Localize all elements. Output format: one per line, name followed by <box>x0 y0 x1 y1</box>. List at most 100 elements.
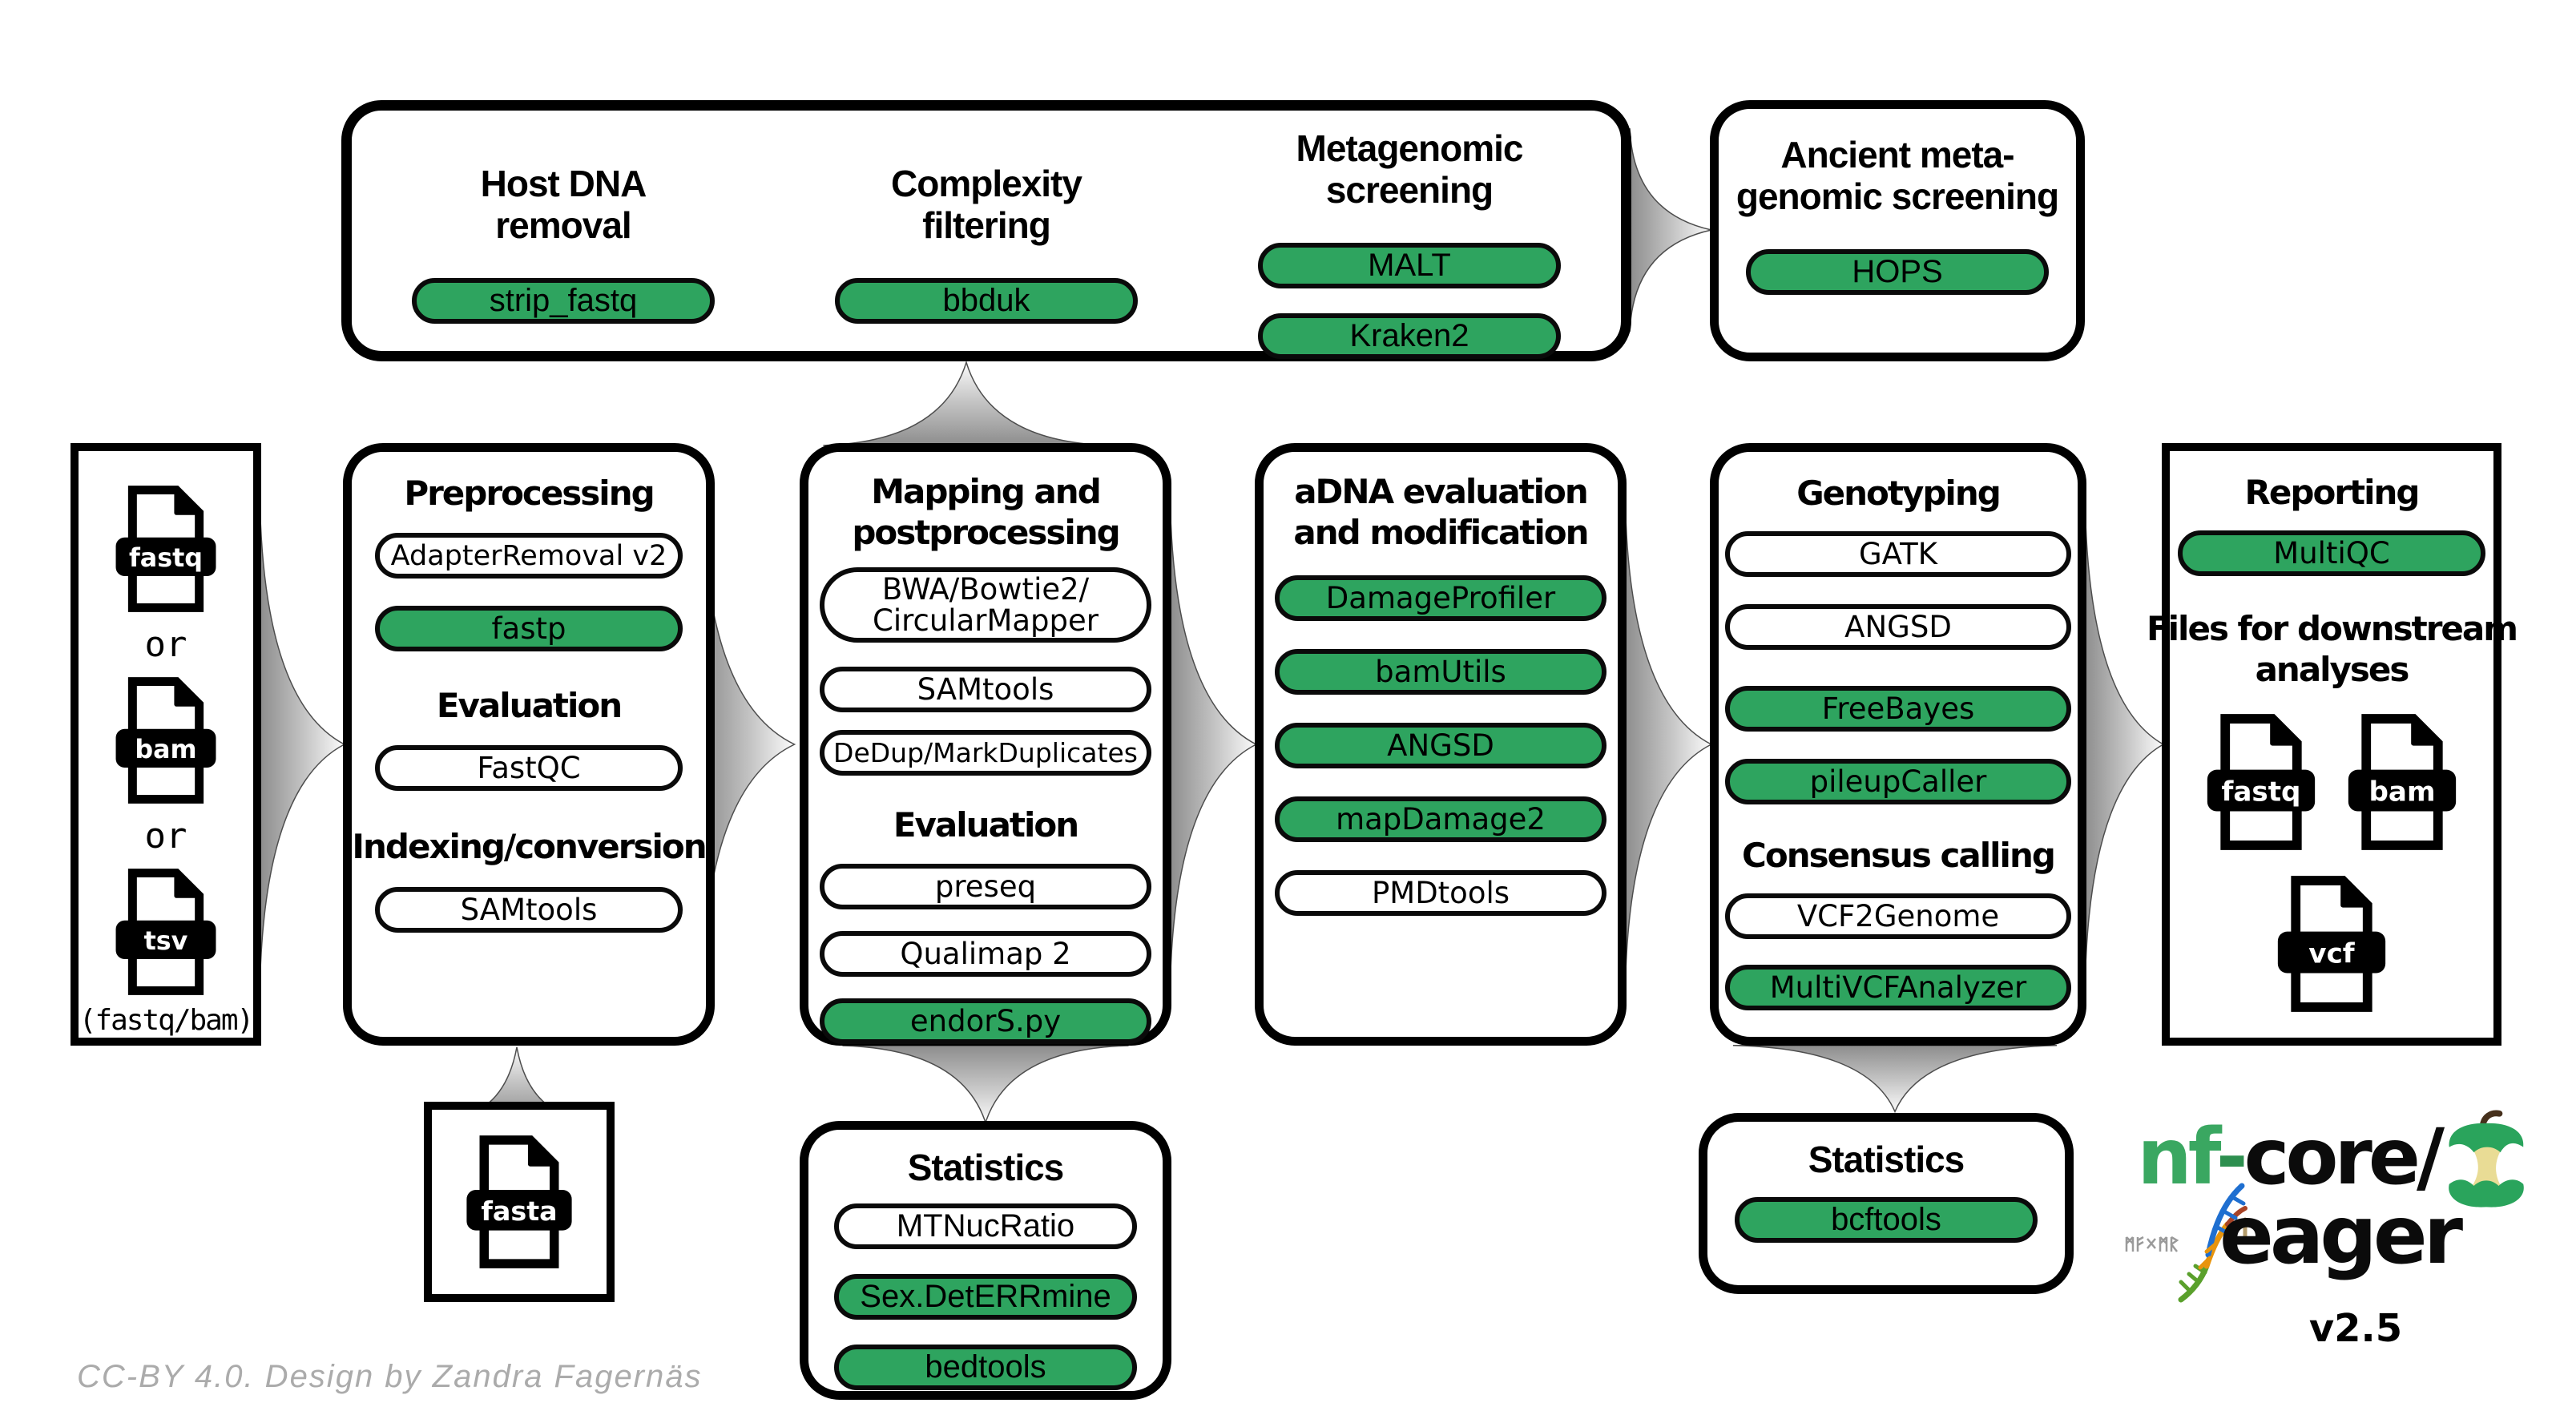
ancient-screening-heading: Ancient meta- genomic screening <box>1736 134 2059 217</box>
pill-mtnucratio: MTNucRatio <box>834 1203 1137 1249</box>
metagenomic-screening-heading: Metagenomic screening <box>1296 127 1524 211</box>
host-dna-removal-heading: Host DNA removal <box>481 163 647 246</box>
pill-bcftools: bcftools <box>1735 1196 2038 1243</box>
statistics-mapping-box: Statistics MTNucRatio Sex.DetERRmine bed… <box>800 1121 1171 1400</box>
heading-line: Metagenomic <box>1296 127 1524 169</box>
pill-adapterremoval: AdapterRemoval v2 <box>375 533 683 579</box>
genotyping-box: Genotyping GATK ANGSD FreeBayes pileupCa… <box>1710 443 2086 1046</box>
pill-multivcfanalyzer: MultiVCFAnalyzer <box>1725 965 2071 1011</box>
flow-arrow-mapping-to-screening <box>814 361 1119 447</box>
file-label: bam <box>135 736 196 764</box>
genotyping-heading: Genotyping <box>1796 474 2002 513</box>
consensus-calling-heading: Consensus calling <box>1742 836 2056 876</box>
vcf-file-icon: vcf <box>2277 875 2386 1012</box>
file-label: vcf <box>2308 937 2356 970</box>
pill-samtools-preprocessing: SAMtools <box>375 886 683 933</box>
preprocessing-heading: Preprocessing <box>404 474 655 513</box>
dna-helix-icon <box>2125 1183 2253 1303</box>
heading-line: Complexity <box>891 162 1082 204</box>
adna-box: aDNA evaluation and modification DamageP… <box>1255 443 1627 1046</box>
input-files-box: fastq or bam or tsv (fastq/bam) <box>71 443 261 1046</box>
rune-l-icon <box>2243 1217 2253 1243</box>
apple-core-icon <box>2449 1110 2524 1207</box>
pill-endors-py: endorS.py <box>820 998 1151 1044</box>
flow-arrow-preprocessing-to-mapping <box>700 481 796 1008</box>
pill-fastp: fastp <box>375 606 683 652</box>
heading-line: analyses <box>2255 650 2410 690</box>
pill-fastqc: FastQC <box>375 745 683 792</box>
heading-line: Ancient meta- <box>1780 134 2014 175</box>
flow-arrow-mapping-to-adna <box>1168 481 1258 1008</box>
heading-line: postprocessing <box>852 513 1120 553</box>
pill-vcf2genome: VCF2Genome <box>1725 893 2071 940</box>
fasta-file-icon: fasta <box>466 1135 572 1268</box>
screening-box: Host DNA removal strip_fastq Complexity … <box>341 100 1631 361</box>
metagenomic-screening-column: Metagenomic screening MALT Kraken2 <box>1258 127 1561 360</box>
host-dna-removal-column: Host DNA removal strip_fastq <box>412 163 715 325</box>
heading-line: screening <box>1325 168 1494 211</box>
dash-text: - <box>2215 1112 2248 1202</box>
fastq-file-icon: fastq <box>115 486 216 612</box>
heading-line: filtering <box>922 204 1051 246</box>
pill-bamutils: bamUtils <box>1275 649 1606 695</box>
pill-malt: MALT <box>1258 243 1561 289</box>
nf-core-wordmark: nf-core/ <box>2136 1119 2445 1195</box>
pill-line: CircularMapper <box>872 603 1099 639</box>
file-label: bam <box>2368 776 2435 808</box>
core-text: core/ <box>2243 1112 2445 1202</box>
nf-text: nf <box>2137 1112 2219 1202</box>
evaluation-heading: Evaluation <box>436 686 623 726</box>
pill-kraken2: Kraken2 <box>1258 313 1561 360</box>
or-text: or <box>144 624 187 665</box>
file-label: tsv <box>144 927 188 956</box>
eager-wordmark: eager <box>2219 1188 2463 1282</box>
preprocessing-box: Preprocessing AdapterRemoval v2 fastp Ev… <box>343 443 715 1046</box>
pill-angsd-genotyping: ANGSD <box>1725 604 2071 651</box>
or-text: or <box>144 816 187 857</box>
pill-freebayes: FreeBayes <box>1725 686 2071 732</box>
pill-line: BWA/Bowtie2/ <box>881 571 1090 607</box>
bam-file-icon: bam <box>2348 713 2457 850</box>
heading-line: and modification <box>1293 513 1589 553</box>
pill-dedup-markduplicates: DeDup/MarkDuplicates <box>820 730 1151 776</box>
pill-bedtools: bedtools <box>834 1344 1137 1390</box>
license-credit-text: CC-BY 4.0. Design by Zandra Fagernäs <box>77 1359 703 1394</box>
pill-pileupcaller: pileupCaller <box>1725 759 2071 805</box>
adna-heading: aDNA evaluation and modification <box>1293 471 1589 553</box>
pill-pmdtools: PMDtools <box>1275 870 1606 917</box>
pill-bbduk: bbduk <box>835 278 1138 325</box>
flow-arrow-mapping-to-statistics <box>833 1044 1138 1124</box>
file-label: fastq <box>129 544 203 573</box>
ancient-screening-box: Ancient meta- genomic screening HOPS <box>1710 100 2085 361</box>
flow-arrow-genotyping-to-reporting <box>2083 481 2165 1008</box>
indexing-conversion-heading: Indexing/conversion <box>352 827 707 867</box>
reporting-box: Reporting MultiQC Files for downstream a… <box>2147 443 2518 1046</box>
downstream-files-heading: Files for downstream analyses <box>2146 608 2518 690</box>
pill-multiqc: MultiQC <box>2178 530 2485 577</box>
heading-line: Files for downstream <box>2146 609 2518 649</box>
statistics-heading: Statistics <box>1808 1139 1965 1180</box>
downstream-file-icons-row: fastq bam <box>2204 713 2459 851</box>
pill-angsd-adna: ANGSD <box>1275 723 1606 769</box>
tsv-file-icon: tsv <box>115 869 216 995</box>
reporting-heading: Reporting <box>2244 473 2421 512</box>
statistics-heading: Statistics <box>907 1147 1065 1188</box>
statistics-genotyping-box: Statistics bcftools <box>1699 1113 2074 1294</box>
pill-mapdamage2: mapDamage2 <box>1275 796 1606 843</box>
pill-damageprofiler: DamageProfiler <box>1275 575 1606 622</box>
mapping-heading: Mapping and postprocessing <box>852 471 1120 553</box>
evaluation-heading: Evaluation <box>893 805 1079 845</box>
complexity-filtering-heading: Complexity filtering <box>891 163 1082 246</box>
pill-hops: HOPS <box>1746 249 2049 296</box>
file-label: fastq <box>2221 776 2300 808</box>
flow-arrow-adna-to-genotyping <box>1623 481 1713 1008</box>
pill-gatk: GATK <box>1725 531 2071 578</box>
runes-icon <box>2125 1236 2179 1252</box>
pill-sexdeterrmine: Sex.DetERRmine <box>834 1273 1137 1320</box>
flow-arrow-genotyping-to-statistics <box>1723 1044 2067 1113</box>
complexity-filtering-column: Complexity filtering bbduk <box>835 163 1138 325</box>
pill-qualimap2: Qualimap 2 <box>820 930 1151 977</box>
fasta-reference-box: fasta <box>424 1102 615 1302</box>
pill-samtools-mapping: SAMtools <box>820 667 1151 713</box>
flow-arrow-input-to-preprocessing <box>258 481 346 1008</box>
